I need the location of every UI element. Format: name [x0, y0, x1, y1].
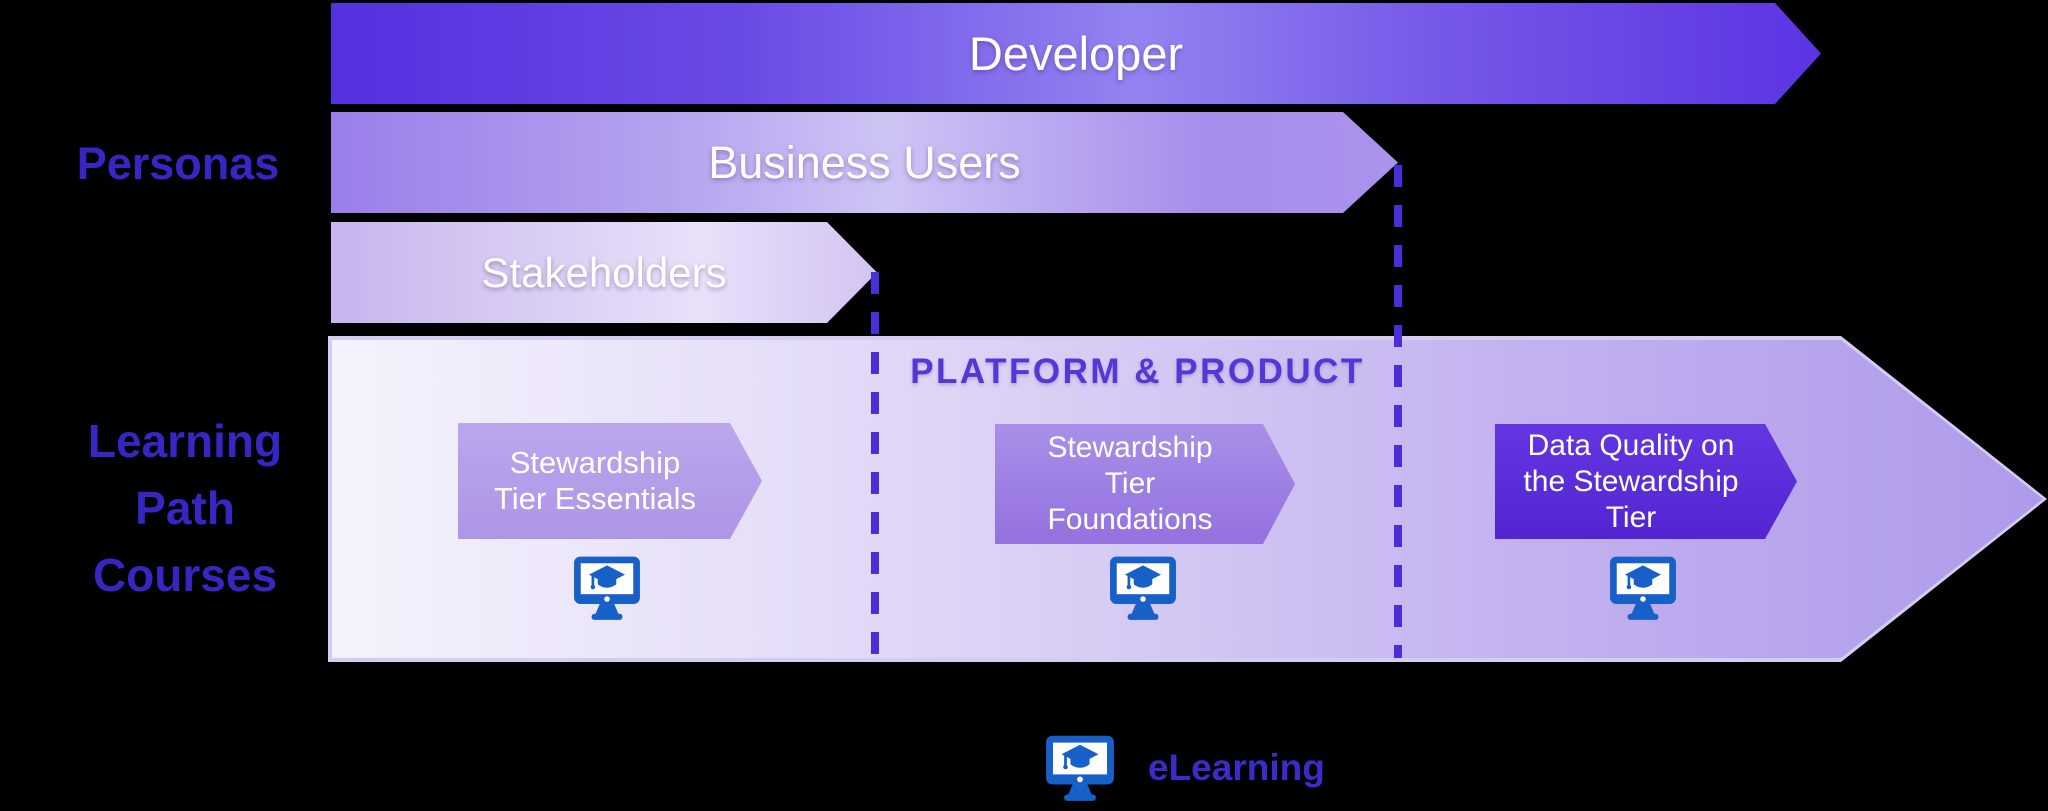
learning-path-courses-label: Learning Path Courses	[20, 408, 350, 609]
elearning-monitor-icon	[574, 556, 640, 620]
learning-path-label-line: Path	[135, 482, 235, 534]
course-box-stewardship-tier-foundations: Stewardship Tier Foundations	[995, 424, 1295, 544]
course-title-line: Foundations	[1047, 503, 1213, 536]
legend: eLearning	[1044, 733, 1325, 802]
course-title-line: Data Quality on	[1527, 428, 1735, 462]
dashed-divider-left	[871, 272, 879, 658]
course-box-data-quality-stewardship-tier: Data Quality on the Stewardship Tier	[1495, 424, 1797, 539]
elearning-monitor-icon	[1046, 735, 1114, 801]
elearning-monitor-icon	[1110, 556, 1176, 620]
business-users-persona-arrow: Business Users	[331, 112, 1398, 213]
course-title-line: Tier	[1104, 467, 1156, 500]
course-title-line: Tier	[1605, 500, 1657, 534]
dashed-divider-right	[1394, 165, 1402, 658]
course-box-stewardship-tier-essentials: Stewardship Tier Essentials	[458, 423, 762, 539]
course-title-line: Stewardship	[1047, 431, 1213, 464]
course-title-line: the Stewardship	[1523, 464, 1739, 498]
learning-path-label-line: Learning	[87, 415, 283, 467]
platform-product-segment-label: PLATFORM & PRODUCT	[910, 352, 1365, 391]
course-title-line: Stewardship	[509, 445, 681, 480]
stakeholders-persona-arrow-label: Stakeholders	[481, 248, 727, 296]
developer-persona-arrow: Developer	[331, 3, 1821, 104]
learning-path-label-line: Courses	[92, 549, 278, 601]
developer-persona-arrow-label: Developer	[968, 27, 1184, 80]
personas-label: Personas	[76, 138, 280, 189]
legend-label: eLearning	[1148, 746, 1325, 788]
business-users-persona-arrow-label: Business Users	[708, 136, 1021, 188]
course-title-line: Tier Essentials	[493, 481, 697, 516]
stakeholders-persona-arrow: Stakeholders	[331, 222, 877, 323]
elearning-monitor-icon	[1610, 556, 1676, 620]
